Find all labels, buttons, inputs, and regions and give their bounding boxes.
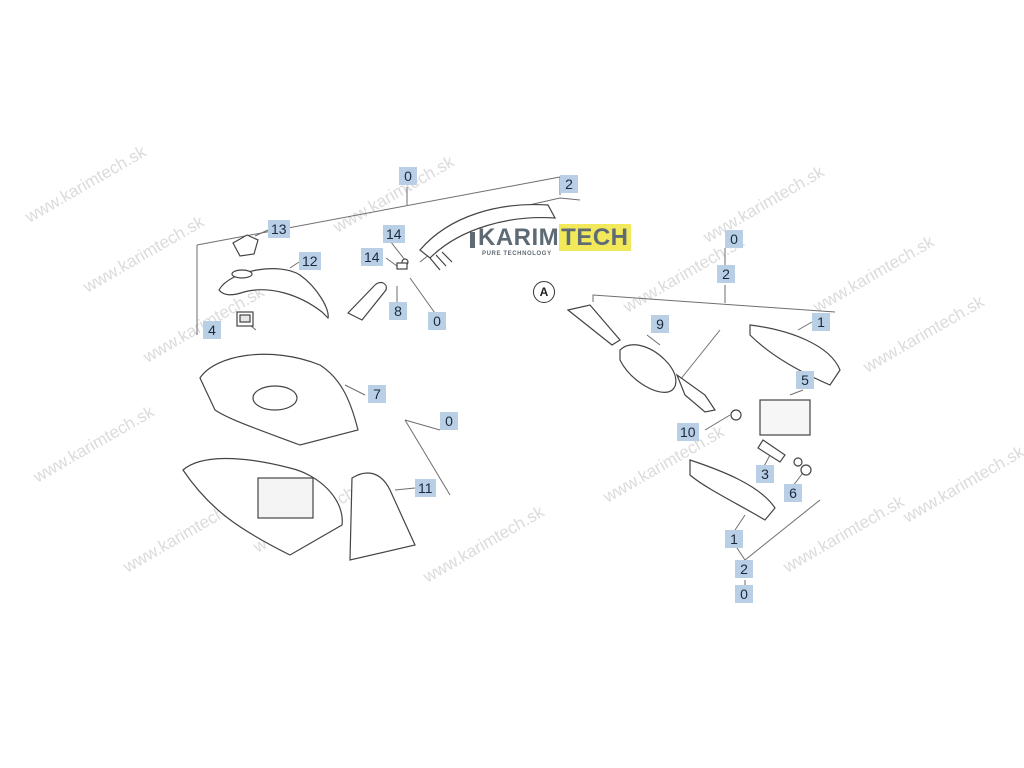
part-9-spring bbox=[619, 344, 677, 393]
part-1-handle-bottom bbox=[689, 459, 776, 521]
logo-main-text: KARIM bbox=[478, 224, 560, 251]
callout-14: 14 bbox=[361, 248, 383, 266]
leader-line bbox=[704, 414, 731, 431]
callout-6: 6 bbox=[784, 484, 802, 502]
part-6-nut bbox=[800, 464, 812, 476]
callout-12: 12 bbox=[299, 252, 321, 270]
leader-line bbox=[404, 419, 441, 431]
karimtech-logo: KARIMTECH PURE TECHNOLOGY bbox=[470, 220, 631, 260]
leader-line bbox=[289, 261, 300, 269]
part-5-contacts bbox=[759, 399, 811, 436]
part-12-handle-cover bbox=[218, 268, 329, 320]
part-3-connector bbox=[757, 439, 786, 463]
steam-hose bbox=[419, 203, 557, 259]
logo-mark bbox=[470, 232, 475, 248]
leader-line bbox=[385, 257, 398, 267]
leader-line bbox=[404, 419, 451, 496]
callout-13: 13 bbox=[268, 220, 290, 238]
callout-0: 0 bbox=[725, 230, 743, 248]
cable bbox=[675, 373, 716, 413]
callout-0: 0 bbox=[440, 412, 458, 430]
callout-2: 2 bbox=[560, 175, 578, 193]
callout-7: 7 bbox=[368, 385, 386, 403]
callout-0: 0 bbox=[399, 167, 417, 185]
logo-wordmark: KARIMTECH bbox=[470, 224, 631, 252]
leader-line bbox=[394, 487, 416, 491]
callout-8: 8 bbox=[389, 302, 407, 320]
section-marker-a: A bbox=[533, 281, 555, 303]
callout-4: 4 bbox=[203, 321, 221, 339]
leader-line bbox=[797, 321, 813, 331]
leader-line bbox=[646, 334, 661, 346]
callout-0: 0 bbox=[735, 585, 753, 603]
leader-line bbox=[344, 384, 366, 396]
callout-14: 14 bbox=[383, 225, 405, 243]
callout-11: 11 bbox=[415, 479, 436, 497]
leader-line bbox=[789, 389, 804, 396]
callout-10: 10 bbox=[677, 423, 699, 441]
callout-9: 9 bbox=[651, 315, 669, 333]
part-13-clip bbox=[232, 234, 259, 257]
leader-line bbox=[409, 277, 438, 317]
part-A-hose-end bbox=[566, 304, 621, 346]
part-6-nut bbox=[793, 457, 803, 467]
callout-5: 5 bbox=[796, 371, 814, 389]
logo-tagline: PURE TECHNOLOGY bbox=[482, 251, 552, 257]
logo-accent-text: TECH bbox=[559, 224, 631, 251]
leader-line bbox=[734, 514, 746, 531]
callout-0: 0 bbox=[428, 312, 446, 330]
callout-1: 1 bbox=[725, 530, 743, 548]
part-1-handle-top bbox=[749, 324, 841, 386]
iron-base-cavity bbox=[257, 477, 314, 519]
part-14-fitting bbox=[396, 262, 408, 270]
leader-line bbox=[254, 229, 269, 237]
callout-2: 2 bbox=[735, 560, 753, 578]
leader-line bbox=[592, 294, 836, 313]
callout-1: 1 bbox=[812, 313, 830, 331]
cable-wires bbox=[429, 251, 453, 271]
leader-line bbox=[679, 329, 721, 381]
callout-2: 2 bbox=[717, 265, 735, 283]
part-11-rear-cover bbox=[349, 472, 416, 561]
part-12-hole bbox=[231, 269, 253, 279]
part-7-opening bbox=[252, 385, 298, 411]
part-8-hose-nipple bbox=[347, 281, 387, 321]
part-10-grommet bbox=[730, 409, 742, 421]
callout-3: 3 bbox=[756, 465, 774, 483]
